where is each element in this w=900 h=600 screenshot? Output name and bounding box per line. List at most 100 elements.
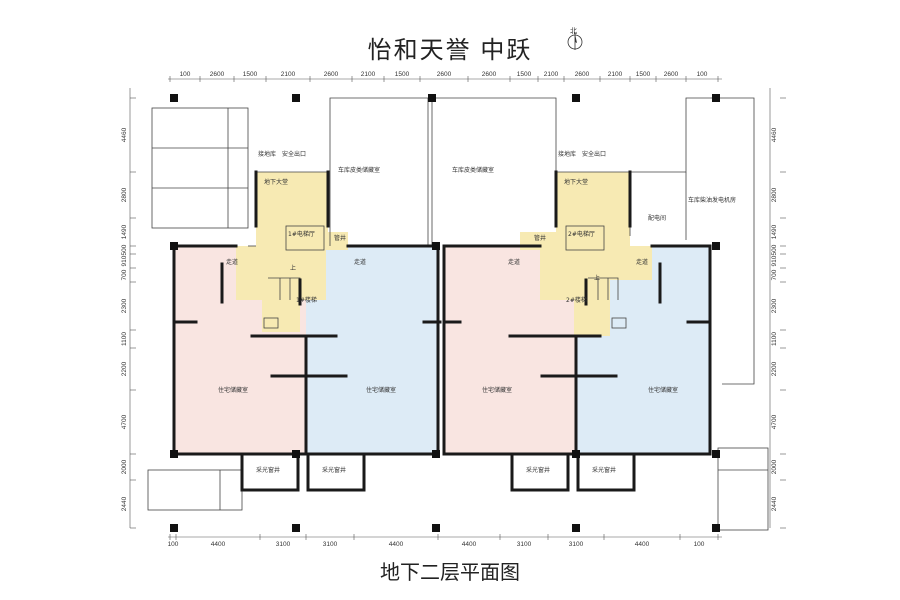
column-7 — [712, 242, 720, 250]
corridor-label-3: 走道 — [508, 258, 520, 266]
hall-fill-right — [520, 172, 652, 336]
column-16 — [572, 524, 580, 532]
column-2 — [428, 94, 436, 102]
column-17 — [712, 524, 720, 532]
left-dim-3: 500 — [121, 244, 128, 255]
top-dim-7: 2600 — [437, 71, 452, 78]
stair-label-right: 2#楼梯 — [566, 296, 587, 304]
plan-subtitle: 地下二层平面图 — [380, 562, 520, 584]
plan-title: 怡和天誉 中跃 — [367, 37, 533, 64]
left-dimensions: 4460280014905009107002300110022004700200… — [121, 97, 136, 529]
column-12 — [712, 450, 720, 458]
storage-mid-label-right: 车库皮类储藏室 — [452, 166, 494, 174]
light-well-label-4: 采光窗井 — [592, 466, 616, 474]
right-dim-10: 2000 — [771, 459, 778, 474]
top-dim-2: 1500 — [243, 71, 258, 78]
top-dim-10: 2100 — [544, 71, 559, 78]
generator-room-label: 车库柴油发电机房 — [688, 196, 736, 204]
garage-label-left: 接地库 — [258, 150, 276, 158]
res-storage-label-2: 住宅储藏室 — [366, 386, 396, 394]
shaft-label-left: 管井 — [334, 234, 346, 242]
top-dim-8: 2600 — [482, 71, 497, 78]
light-well-label-2: 采光窗井 — [322, 466, 346, 474]
left-dim-11: 2440 — [121, 496, 128, 511]
column-1 — [292, 94, 300, 102]
left-dim-9: 4700 — [121, 414, 128, 429]
bottom-dim-2: 3100 — [276, 541, 291, 548]
stair-label-left: 1#楼梯 — [296, 296, 317, 304]
hall-label-right: 地下大堂 — [564, 178, 588, 186]
left-dim-0: 4460 — [121, 127, 128, 142]
bottom-dim-9: 100 — [694, 541, 705, 548]
top-dim-13: 1500 — [636, 71, 651, 78]
right-dim-7: 1100 — [771, 332, 778, 346]
res-storage-label-3: 住宅储藏室 — [482, 386, 512, 394]
left-dim-7: 1100 — [121, 332, 128, 346]
light-well-fill-2 — [308, 454, 364, 490]
right-dim-1: 2800 — [771, 187, 778, 202]
bottom-dim-6: 3100 — [517, 541, 532, 548]
top-dimensions: 100 2600 1500 2100 2600 2100 1500 2600 2600 1500 2… — [169, 71, 719, 82]
column-5 — [170, 242, 178, 250]
light-well-fill-3 — [512, 454, 568, 490]
top-dim-1: 2600 — [210, 71, 225, 78]
res-storage-label-1: 住宅储藏室 — [218, 386, 248, 394]
exit-label-left: 安全出口 — [282, 150, 306, 158]
top-dim-12: 2100 — [608, 71, 623, 78]
corridor-label-1: 走道 — [226, 258, 238, 266]
column-13 — [170, 524, 178, 532]
structural-columns — [170, 94, 720, 532]
light-well-fill-4 — [578, 454, 634, 490]
right-dim-8: 2200 — [771, 361, 778, 376]
right-dim-9: 4700 — [771, 414, 778, 429]
top-dim-3: 2100 — [281, 71, 296, 78]
res-storage-label-4: 住宅储藏室 — [648, 386, 678, 394]
thick-walls — [172, 170, 712, 492]
bottom-dim-4: 4400 — [389, 541, 404, 548]
hall-label-left: 地下大堂 — [264, 178, 288, 186]
left-dim-2: 1490 — [121, 224, 128, 239]
top-dim-14: 2600 — [664, 71, 679, 78]
left-dim-8: 2200 — [121, 361, 128, 376]
light-well-label-1: 采光窗井 — [256, 466, 280, 474]
right-dim-5: 700 — [771, 269, 778, 280]
bottom-dim-5: 4400 — [462, 541, 477, 548]
left-dim-4: 910 — [121, 255, 128, 266]
up-label-left: 上 — [290, 264, 296, 272]
left-dim-10: 2000 — [121, 459, 128, 474]
corridor-label-4: 走道 — [636, 258, 648, 266]
dimension-lines — [129, 78, 771, 538]
power-room-label: 配电间 — [648, 214, 666, 222]
right-dim-6: 2300 — [771, 298, 778, 313]
top-dim-0: 100 — [180, 71, 191, 78]
bottom-dim-8: 4400 — [635, 541, 650, 548]
column-3 — [572, 94, 580, 102]
top-dim-6: 1500 — [395, 71, 410, 78]
corridor-label-2: 走道 — [354, 258, 366, 266]
left-dim-6: 2300 — [121, 298, 128, 313]
thin-walls — [147, 97, 769, 531]
north-label: 北 — [570, 28, 577, 35]
room-fills — [174, 172, 710, 490]
right-dim-3: 500 — [771, 244, 778, 255]
right-dim-0: 4460 — [771, 127, 778, 142]
shaft-label-right: 管井 — [534, 234, 546, 242]
elevator-label-right: 2#电梯厅 — [568, 230, 595, 238]
res-storage-fill-2 — [306, 246, 438, 454]
room-labels: 接地库 安全出口 接地库 安全出口 地下大堂 地下大堂 1#电梯厅 2#电梯厅 … — [218, 150, 736, 474]
right-dim-2: 1490 — [771, 224, 778, 239]
right-dim-4: 910 — [771, 255, 778, 266]
hall-fill-left — [236, 172, 348, 332]
column-8 — [170, 450, 178, 458]
bottom-dim-0: 100 — [168, 541, 179, 548]
right-dim-11: 2440 — [771, 496, 778, 511]
column-14 — [292, 524, 300, 532]
column-6 — [432, 242, 440, 250]
column-15 — [432, 524, 440, 532]
light-well-fill-1 — [242, 454, 298, 490]
garage-label-right: 接地库 — [558, 150, 576, 158]
left-dim-1: 2800 — [121, 187, 128, 202]
column-10 — [432, 450, 440, 458]
